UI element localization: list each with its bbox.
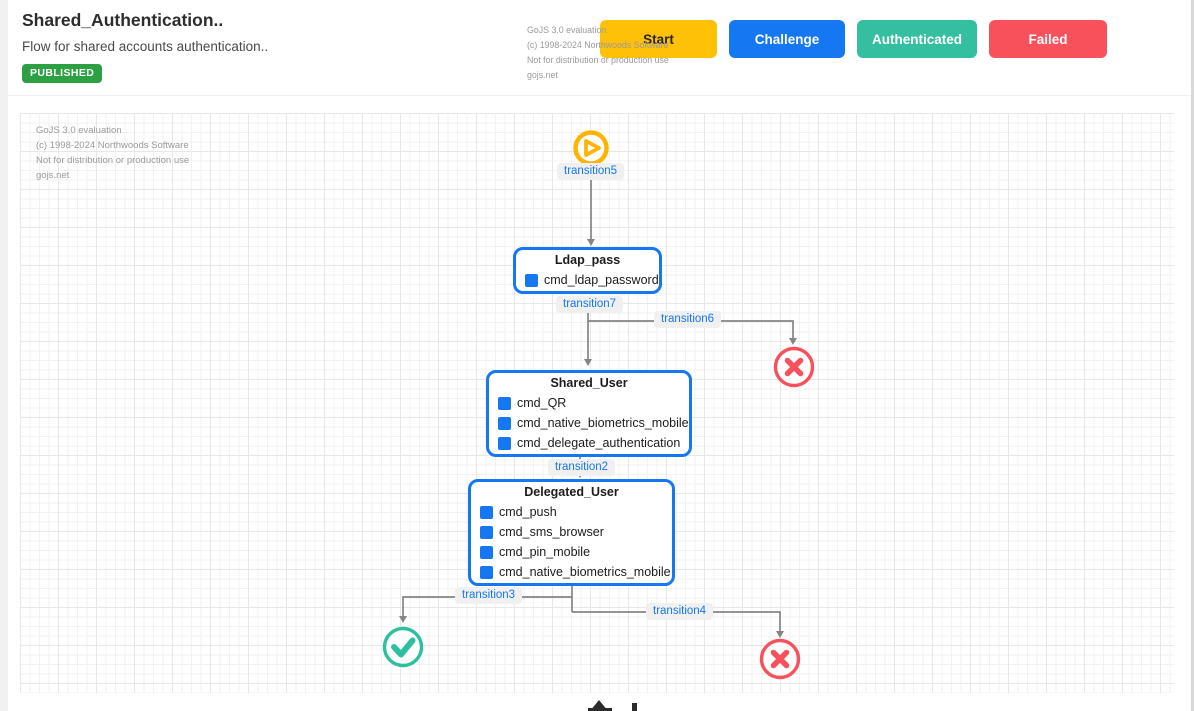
command-row: cmd_delegate_authentication bbox=[489, 433, 689, 453]
check-icon[interactable] bbox=[382, 626, 424, 668]
cross-icon[interactable] bbox=[773, 346, 815, 388]
node-title: Delegated_User bbox=[524, 485, 619, 499]
command-square-icon bbox=[480, 545, 493, 559]
transition-label-transition6[interactable]: transition6 bbox=[654, 311, 722, 328]
clipped-bottom-glyphs bbox=[588, 700, 637, 711]
command-label: cmd_QR bbox=[517, 396, 567, 410]
command-row: cmd_QR bbox=[489, 393, 689, 413]
command-label: cmd_push bbox=[499, 505, 557, 519]
node-shared-user[interactable]: Shared_User cmd_QR cmd_native_biometrics… bbox=[486, 370, 692, 457]
failed-button[interactable]: Failed bbox=[989, 20, 1107, 58]
challenge-button[interactable]: Challenge bbox=[729, 20, 845, 58]
left-edge-strip bbox=[0, 0, 8, 711]
command-label: cmd_pin_mobile bbox=[499, 545, 591, 559]
command-label: cmd_ldap_password bbox=[544, 273, 659, 287]
command-label: cmd_native_biometrics_mobile bbox=[499, 565, 671, 579]
command-square-icon bbox=[480, 565, 493, 579]
command-row: cmd_push bbox=[471, 502, 672, 522]
transition-label-transition3[interactable]: transition3 bbox=[455, 587, 523, 604]
command-row: cmd_sms_browser bbox=[471, 522, 672, 542]
command-square-icon bbox=[498, 416, 511, 430]
cross-icon[interactable] bbox=[759, 638, 801, 680]
command-square-icon bbox=[498, 436, 511, 450]
link-transition4[interactable] bbox=[572, 611, 781, 631]
command-row: cmd_pin_mobile bbox=[471, 542, 672, 562]
node-delegated-user[interactable]: Delegated_User cmd_push cmd_sms_browser … bbox=[468, 479, 675, 586]
command-row: cmd_ldap_password bbox=[516, 270, 659, 290]
transition-label-transition5[interactable]: transition5 bbox=[557, 163, 625, 180]
command-row: cmd_native_biometrics_mobile bbox=[471, 562, 672, 582]
command-row: cmd_native_biometrics_mobile bbox=[489, 413, 689, 433]
transition-label-transition7[interactable]: transition7 bbox=[556, 296, 624, 313]
command-square-icon bbox=[480, 505, 493, 519]
transition-label-transition2[interactable]: transition2 bbox=[548, 459, 616, 476]
play-icon[interactable] bbox=[573, 130, 609, 166]
authenticated-button[interactable]: Authenticated bbox=[857, 20, 977, 58]
status-badge: PUBLISHED bbox=[22, 64, 103, 83]
command-label: cmd_delegate_authentication bbox=[517, 436, 681, 450]
command-label: cmd_native_biometrics_mobile bbox=[517, 416, 689, 430]
start-button[interactable]: Start bbox=[600, 20, 717, 58]
page-subtitle: Flow for shared accounts authentication.… bbox=[22, 39, 269, 54]
command-square-icon bbox=[525, 273, 538, 287]
command-square-icon bbox=[498, 396, 511, 410]
page-title: Shared_Authentication.. bbox=[22, 10, 224, 30]
right-edge-line bbox=[1191, 0, 1194, 711]
transition-label-transition4[interactable]: transition4 bbox=[646, 603, 714, 620]
command-label: cmd_sms_browser bbox=[499, 525, 604, 539]
node-ldap-pass[interactable]: Ldap_pass cmd_ldap_password bbox=[513, 247, 662, 294]
command-square-icon bbox=[480, 525, 493, 539]
node-title: Shared_User bbox=[550, 376, 628, 390]
node-title: Ldap_pass bbox=[554, 253, 621, 267]
